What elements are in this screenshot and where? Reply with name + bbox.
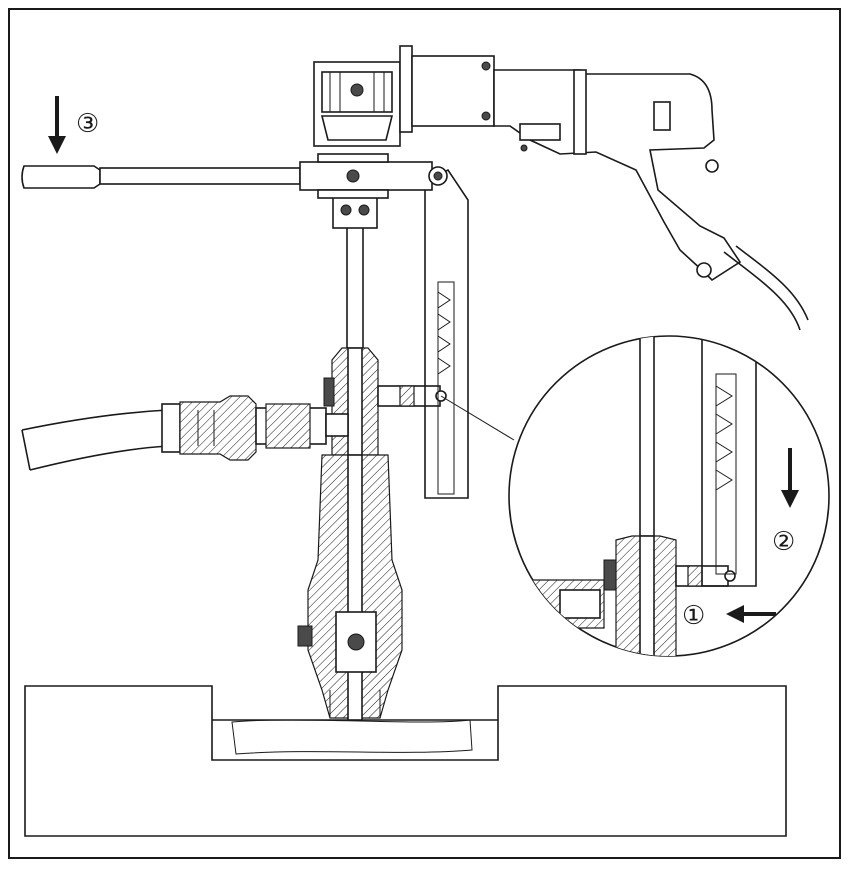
bracket (377, 385, 447, 407)
power-drill (493, 69, 809, 331)
hose-assembly (21, 395, 349, 471)
ratchet-slide (424, 168, 469, 499)
feed-lever (21, 153, 448, 199)
zoom-leader-line (440, 395, 515, 441)
step-2-label: ② (772, 527, 795, 557)
step-3-label: ③ (76, 109, 99, 139)
figure-border (8, 8, 841, 859)
gearbox (313, 45, 495, 147)
detail-zoom (508, 335, 830, 657)
step-3-arrow (48, 96, 66, 154)
step-1-arrow (726, 605, 776, 623)
step-1-label: ① (682, 601, 705, 631)
ground-section (24, 685, 787, 837)
step-2-arrow (781, 448, 799, 508)
machine-body (297, 191, 403, 721)
